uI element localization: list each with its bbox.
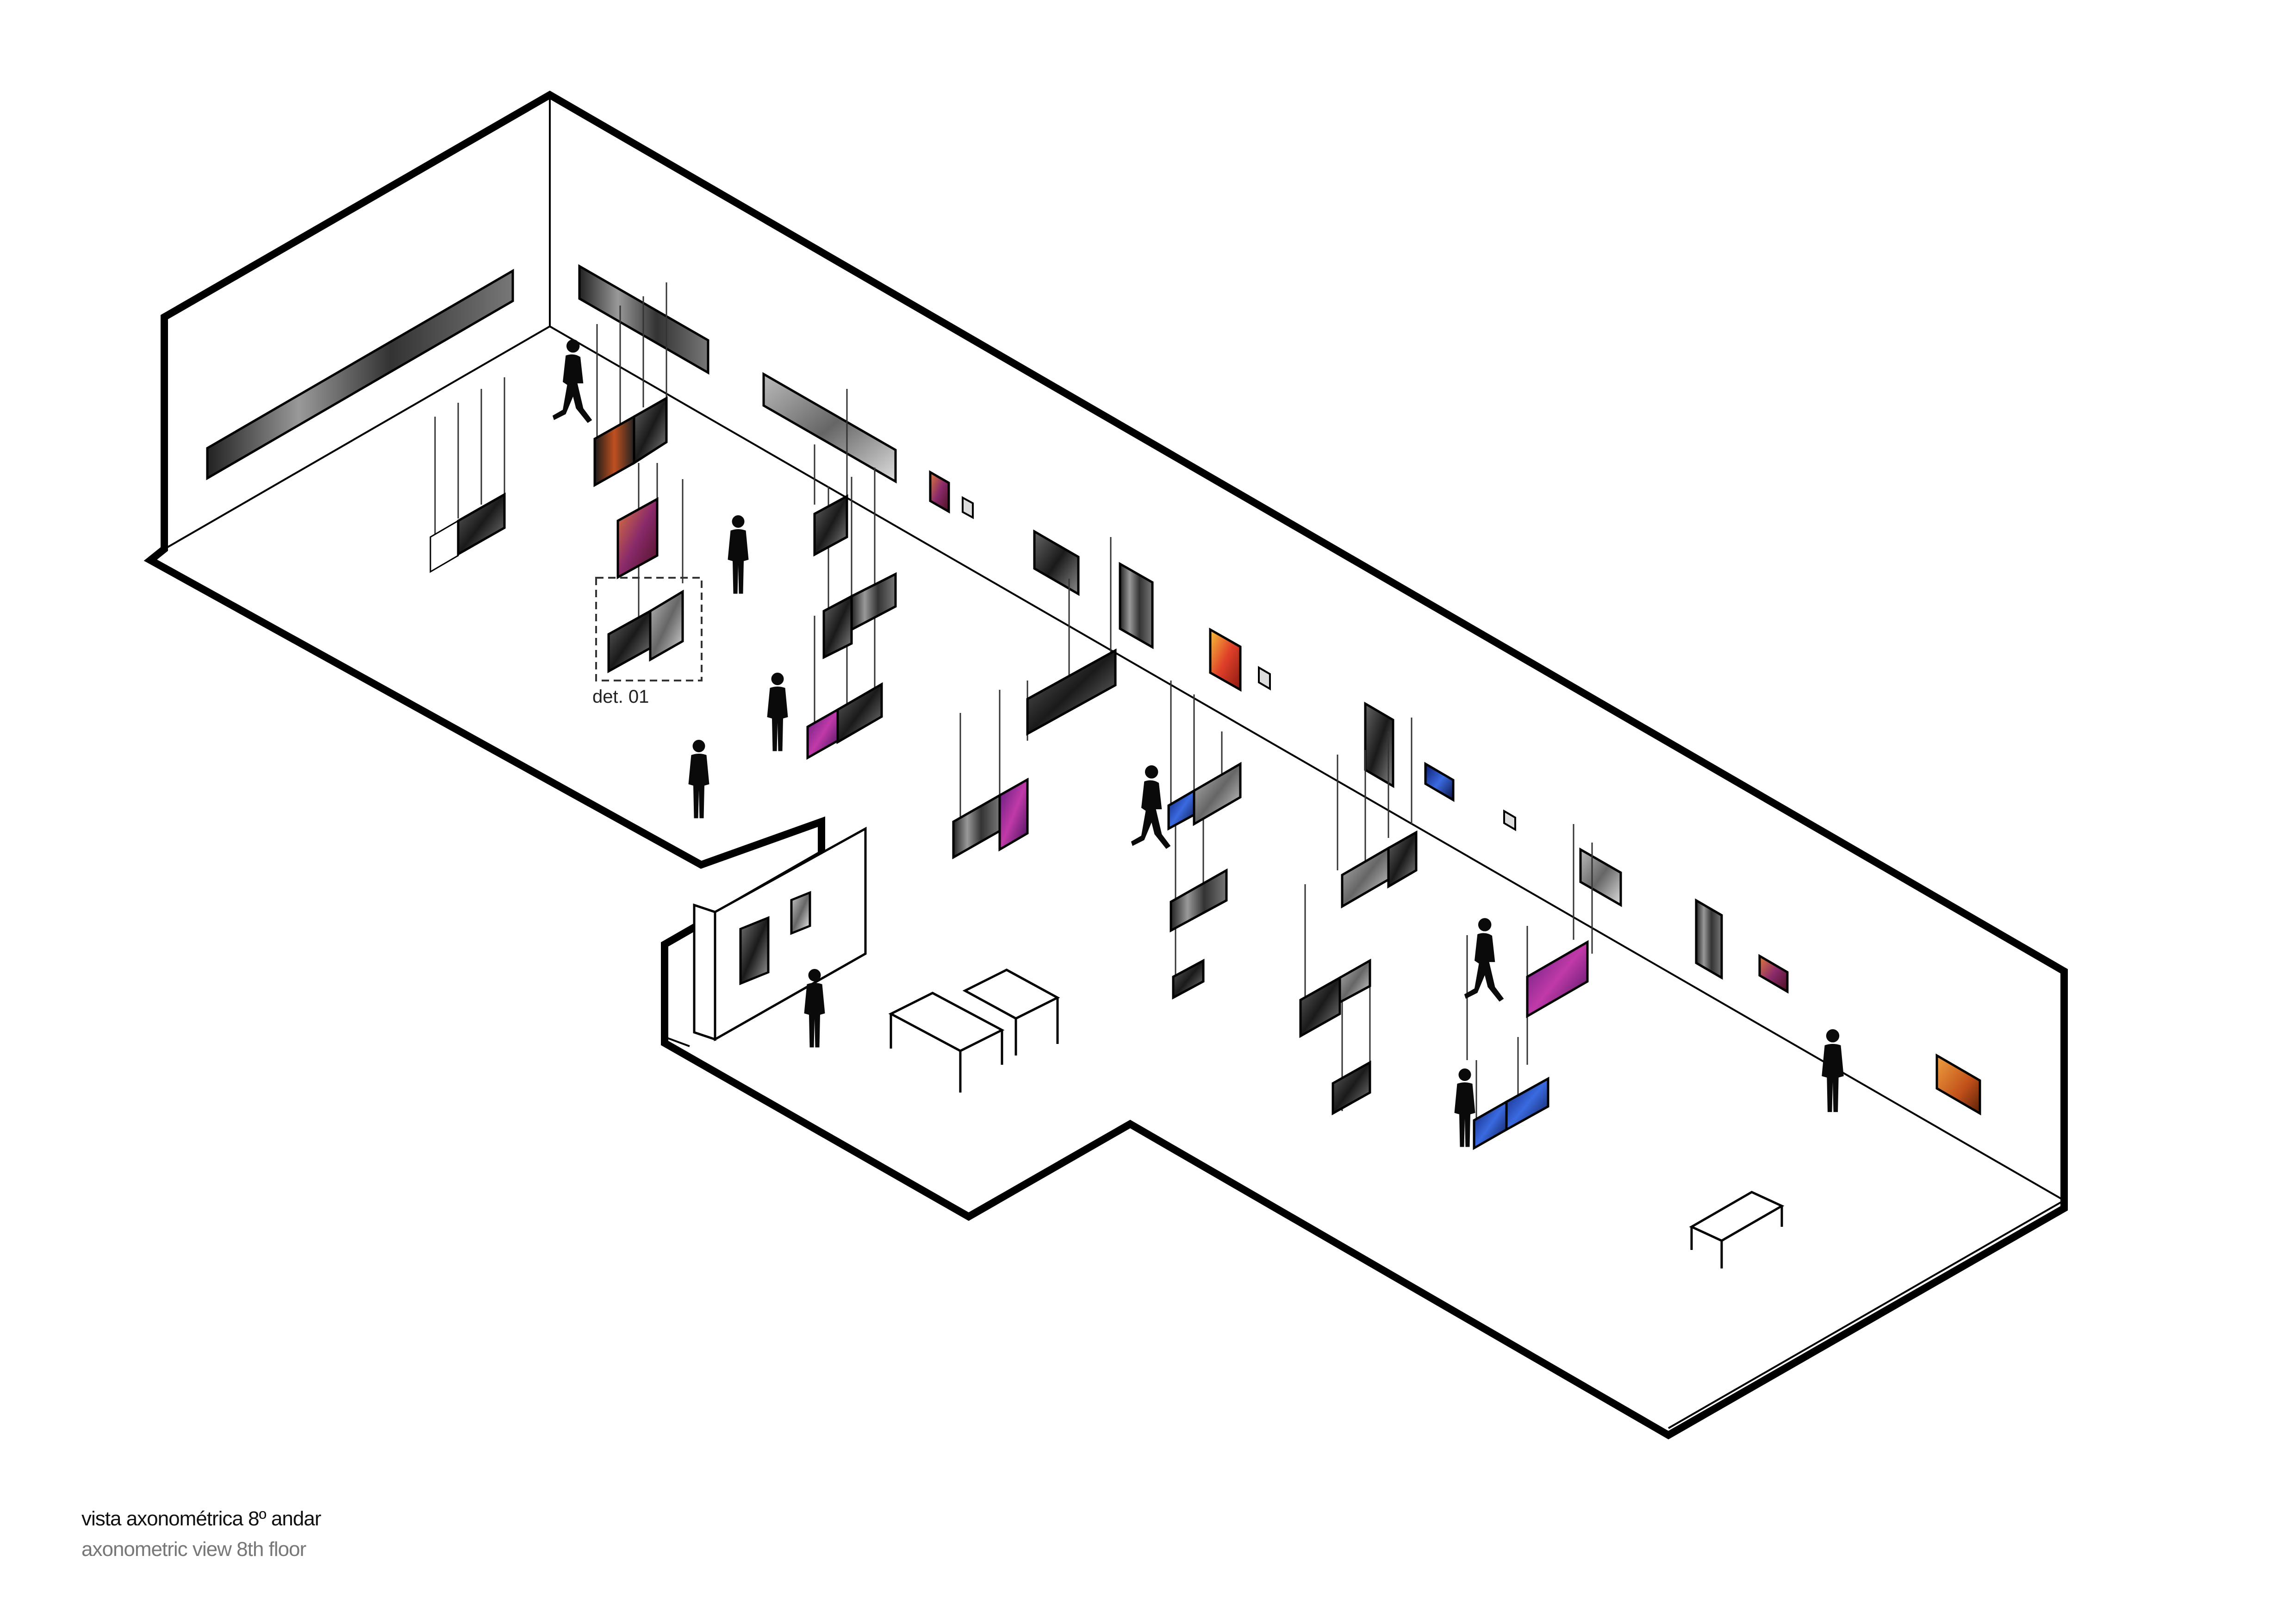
hanging-artwork-14 <box>1170 868 1228 933</box>
bench <box>1689 1191 1785 1268</box>
wall-artwork-fire <box>1209 627 1242 692</box>
visitor-walking-2 <box>1131 765 1171 849</box>
visitor-figures <box>552 339 1844 1147</box>
visitor-standing-2 <box>767 673 788 751</box>
hanging-pair-16 <box>1341 830 1418 909</box>
wall-artwork-5 <box>1364 701 1394 788</box>
partition-wall <box>693 826 867 1042</box>
visitor-standing-1 <box>728 515 749 594</box>
floor-plan-outline <box>143 90 2068 1440</box>
visitor-standing-6 <box>1822 1029 1844 1112</box>
hanging-pair-left <box>429 492 506 573</box>
wall-artworks <box>206 264 1981 1116</box>
wall-artwork-blue <box>1424 762 1455 802</box>
hanging-pair-17 <box>1299 958 1371 1038</box>
detail-label: det. 01 <box>592 687 649 707</box>
display-table-2 <box>962 968 1060 1056</box>
caption-english: axonometric view 8th floor <box>81 1538 306 1561</box>
detail-box <box>595 577 703 681</box>
wall-panorama-back-2 <box>762 372 897 484</box>
hanging-pair-11 <box>952 777 1029 860</box>
floor-outline <box>143 90 2068 1440</box>
wall-artwork-magma <box>1758 954 1789 994</box>
inner-nook-wall <box>664 944 690 1047</box>
wall-artwork-3 <box>1033 529 1080 596</box>
wall-artwork-4 <box>1119 562 1154 650</box>
hanging-artwork-15 <box>1172 958 1205 1000</box>
inner-wall-left-top <box>163 325 551 550</box>
visitor-walking-1 <box>552 339 592 423</box>
hanging-artworks <box>429 396 1589 1150</box>
inner-wall-main <box>549 325 2065 1201</box>
wall-artwork-small-1 <box>929 470 950 514</box>
hanging-artwork-8 <box>813 494 848 557</box>
inner-floor-edge-right <box>1668 1199 2065 1429</box>
partition-artwork-1 <box>739 916 770 986</box>
visitor-standing-3 <box>688 740 709 818</box>
wall-panorama-left <box>206 269 514 481</box>
detail-marker: det. 01 <box>592 577 703 707</box>
hanging-pair-13 <box>1167 762 1242 831</box>
display-table-1 <box>888 992 1005 1093</box>
partition-artwork-2 <box>790 891 811 935</box>
wall-artwork-small-2 <box>962 496 974 519</box>
hanging-pair-ember <box>593 396 668 487</box>
hanging-artwork-purple <box>1526 940 1589 1018</box>
wall-artwork-6 <box>1579 847 1622 907</box>
hanging-pair-blue <box>1473 1076 1549 1150</box>
wall-artwork-small-4 <box>1503 809 1516 831</box>
furniture <box>888 968 1785 1268</box>
hanging-artwork-magma <box>616 497 659 580</box>
visitor-walking-3 <box>1464 918 1504 1002</box>
hanging-pair-detail <box>607 589 684 674</box>
wall-artwork-7 <box>1695 898 1723 980</box>
hanging-pair-10 <box>806 682 883 760</box>
wall-artwork-orange <box>1935 1053 1981 1116</box>
caption-portuguese: vista axonométrica 8º andar <box>81 1507 321 1530</box>
visitor-standing-5 <box>1454 1068 1475 1147</box>
wall-artwork-small-3 <box>1258 666 1271 691</box>
hanging-pair-9 <box>822 572 897 660</box>
hanging-artwork-12 <box>1026 648 1117 736</box>
hanging-artwork-18 <box>1332 1060 1371 1116</box>
